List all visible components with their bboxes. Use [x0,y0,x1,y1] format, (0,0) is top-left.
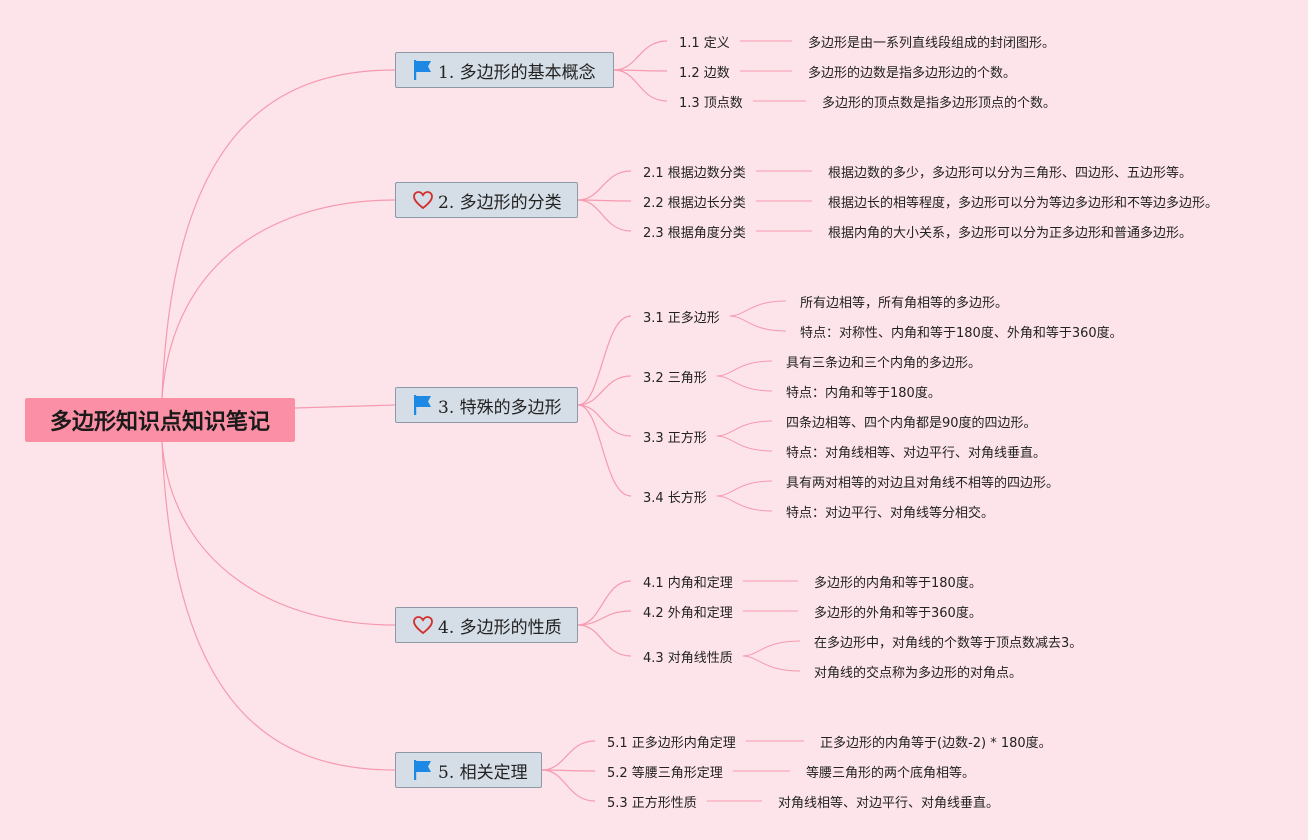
connector [716,375,773,392]
connector [613,40,668,71]
subtopic-3-2[interactable]: 3.2 三角形 [643,371,707,386]
flag-icon [412,59,434,81]
flag-icon [412,759,434,781]
branch-topic-5[interactable]: 5. 相关定理 [395,752,542,788]
note-3-3-2: 特点：对角线相等、对边平行、对角线垂直。 [786,446,1047,461]
connector [294,404,396,409]
branch-label: 4. 多边形的性质 [438,617,562,638]
note-1-2: 多边形的边数是指多边形边的个数。 [808,66,1017,81]
connector [577,624,632,657]
subtopic-4-1[interactable]: 4.1 内角和定理 [643,576,733,591]
heart-icon [412,614,434,636]
connector [613,69,668,102]
subtopic-5-1[interactable]: 5.1 正多边形内角定理 [607,736,736,751]
connector [161,441,396,626]
note-1-3: 多边形的顶点数是指多边形顶点的个数。 [822,96,1057,111]
note-4-1: 多边形的内角和等于180度。 [814,576,982,591]
subtopic-3-4[interactable]: 3.4 长方形 [643,491,707,506]
connector [577,375,632,406]
connector [742,640,801,657]
subtopic-3-1[interactable]: 3.1 正多边形 [643,311,720,326]
subtopic-5-3[interactable]: 5.3 正方形性质 [607,796,697,811]
subtopic-4-2[interactable]: 4.2 外角和定理 [643,606,733,621]
connector [729,315,787,332]
subtopic-2-1[interactable]: 2.1 根据边数分类 [643,166,746,181]
note-3-1-1: 所有边相等，所有角相等的多边形。 [800,296,1009,311]
note-4-2: 多边形的外角和等于360度。 [814,606,982,621]
subtopic-1-2[interactable]: 1.2 边数 [679,66,730,81]
connector [577,404,632,497]
root-topic[interactable]: 多边形知识点知识笔记 [25,398,295,442]
note-3-4-1: 具有两对相等的对边且对角线不相等的四边形。 [786,476,1060,491]
note-3-4-2: 特点：对边平行、对角线等分相交。 [786,506,995,521]
subtopic-1-1[interactable]: 1.1 定义 [679,36,730,51]
subtopic-4-3[interactable]: 4.3 对角线性质 [643,651,733,666]
branch-topic-2[interactable]: 2. 多边形的分类 [395,182,578,218]
note-4-3-1: 在多边形中，对角线的个数等于顶点数减去3。 [814,636,1083,651]
connector [161,441,396,771]
connector [577,199,632,232]
connector [577,170,632,201]
note-5-2: 等腰三角形的两个底角相等。 [806,766,976,781]
connector [541,769,596,802]
connector [161,69,396,399]
subtopic-5-2[interactable]: 5.2 等腰三角形定理 [607,766,723,781]
branch-label: 2. 多边形的分类 [438,192,562,213]
note-3-2-2: 特点：内角和等于180度。 [786,386,941,401]
subtopic-2-2[interactable]: 2.2 根据边长分类 [643,196,746,211]
subtopic-2-3[interactable]: 2.3 根据角度分类 [643,226,746,241]
connector [716,480,773,497]
note-3-2-1: 具有三条边和三个内角的多边形。 [786,356,982,371]
subtopic-1-3[interactable]: 1.3 顶点数 [679,96,743,111]
note-2-2: 根据边长的相等程度，多边形可以分为等边多边形和不等边多边形。 [828,196,1219,211]
branch-label: 5. 相关定理 [438,762,528,783]
connector [729,300,787,317]
note-5-3: 对角线相等、对边平行、对角线垂直。 [778,796,1000,811]
note-2-3: 根据内角的大小关系，多边形可以分为正多边形和普通多边形。 [828,226,1193,241]
flag-icon [412,394,434,416]
connector [577,580,632,626]
connector [716,495,773,512]
connector [716,435,773,452]
note-3-3-1: 四条边相等、四个内角都是90度的四边形。 [786,416,1037,431]
branch-label: 1. 多边形的基本概念 [438,62,596,83]
branch-topic-4[interactable]: 4. 多边形的性质 [395,607,578,643]
note-1-1: 多边形是由一系列直线段组成的封闭图形。 [808,36,1056,51]
connector [577,610,632,626]
connector [577,404,632,437]
connector [577,315,632,406]
connector [716,360,773,377]
note-3-1-2: 特点：对称性、内角和等于180度、外角和等于360度。 [800,326,1123,341]
heart-icon [412,189,434,211]
branch-topic-3[interactable]: 3. 特殊的多边形 [395,387,578,423]
connector [541,740,596,771]
note-5-1: 正多边形的内角等于(边数-2) * 180度。 [820,736,1052,751]
branch-topic-1[interactable]: 1. 多边形的基本概念 [395,52,614,88]
connector [716,420,773,437]
note-2-1: 根据边数的多少，多边形可以分为三角形、四边形、五边形等。 [828,166,1193,181]
connector [161,199,396,399]
subtopic-3-3[interactable]: 3.3 正方形 [643,431,707,446]
note-4-3-2: 对角线的交点称为多边形的对角点。 [814,666,1023,681]
branch-label: 3. 特殊的多边形 [438,397,562,418]
connector [742,655,801,672]
